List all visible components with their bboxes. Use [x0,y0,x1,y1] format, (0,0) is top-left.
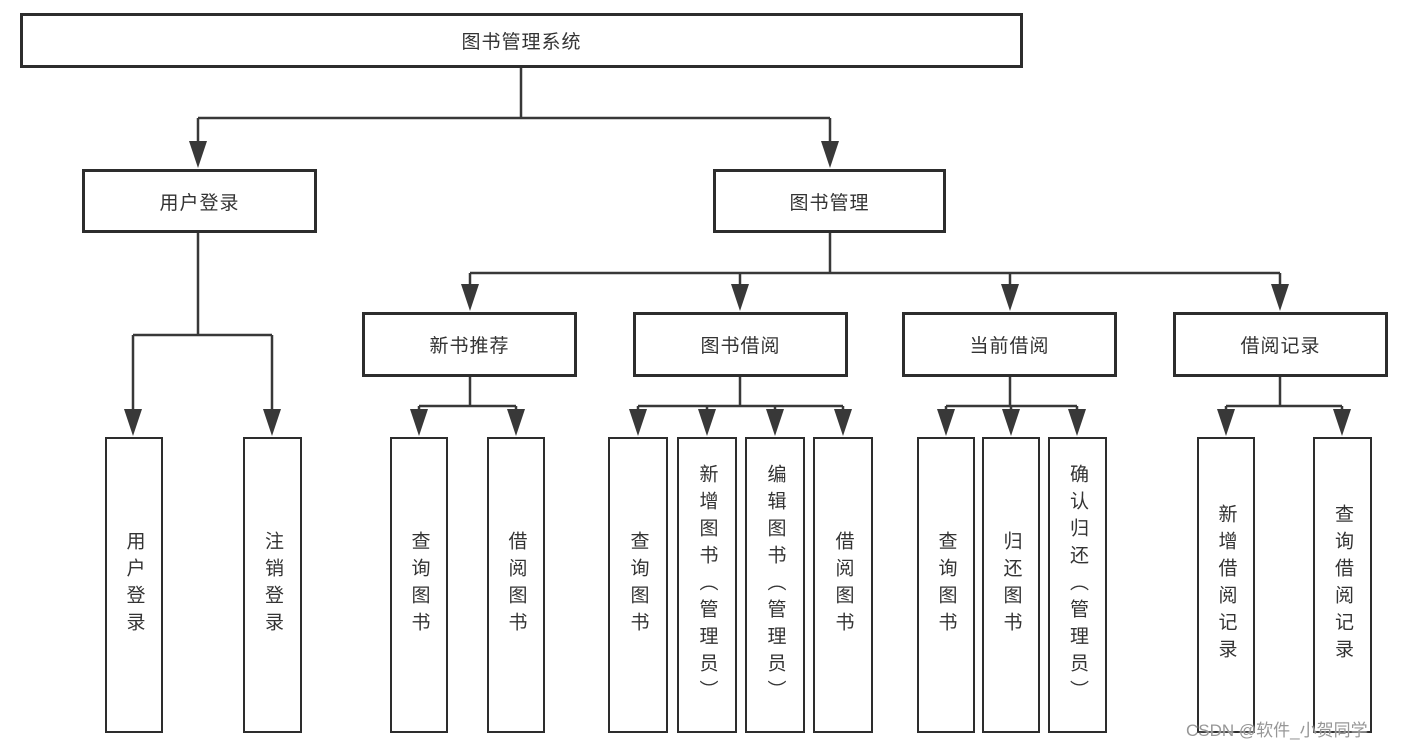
leaf-recommend-query-books-label: 查询图书 [408,531,430,639]
arrowhead-icon [1217,409,1235,436]
leaf-user-login-label: 用户登录 [123,531,145,639]
leaf-user-login: 用户登录 [105,437,163,733]
csdn-watermark: CSDN @软件_小贺同学 [1186,721,1368,740]
leaf-current-confirm-return-admin: 确认归还（管理员） [1048,437,1107,733]
arrowhead-icon [766,409,784,436]
leaf-borrowing-add-books-admin-label: 新增图书（管理员） [696,463,718,707]
node-borrowing-records-label: 借阅记录 [1240,336,1321,357]
arrowhead-icon [834,409,852,436]
node-user-login: 用户登录 [82,169,317,233]
arrowhead-icon [1001,284,1019,311]
leaf-borrowing-edit-books-admin-label: 编辑图书（管理员） [764,463,786,707]
leaf-recommend-borrow-books: 借阅图书 [487,437,545,733]
arrowhead-icon [629,409,647,436]
leaf-records-query-borrow-record-label: 查询借阅记录 [1332,504,1353,666]
arrowhead-icon [937,409,955,436]
node-current-borrowing-label: 当前借阅 [969,336,1050,357]
leaf-recommend-borrow-books-label: 借阅图书 [505,531,527,639]
leaf-logout-login: 注销登录 [243,437,302,733]
leaf-borrowing-add-books-admin: 新增图书（管理员） [677,437,737,733]
leaf-records-add-borrow-record-label: 新增借阅记录 [1215,504,1237,666]
leaf-logout-login-label: 注销登录 [262,531,283,639]
arrowhead-icon [1068,409,1086,436]
arrowhead-icon [263,409,281,436]
leaf-records-query-borrow-record: 查询借阅记录 [1313,437,1372,733]
node-book-management: 图书管理 [713,169,946,233]
leaf-current-query-books-label: 查询图书 [935,531,957,639]
leaf-current-return-books-label: 归还图书 [1000,531,1022,639]
node-new-book-recommendation-label: 新书推荐 [429,336,510,357]
node-borrowing-records: 借阅记录 [1173,312,1388,377]
arrowhead-icon [189,141,207,168]
node-library-system-label: 图书管理系统 [461,32,582,53]
leaf-borrowing-edit-books-admin: 编辑图书（管理员） [745,437,805,733]
arrowhead-icon [698,409,716,436]
arrowhead-icon [124,409,142,436]
node-current-borrowing: 当前借阅 [902,312,1117,377]
arrowhead-icon [1002,409,1020,436]
leaf-current-query-books: 查询图书 [917,437,975,733]
node-new-book-recommendation: 新书推荐 [362,312,577,377]
node-book-borrowing-label: 图书借阅 [700,336,781,357]
node-book-management-label: 图书管理 [789,192,870,214]
node-user-login-label: 用户登录 [159,192,240,214]
arrowhead-icon [1271,284,1289,311]
leaf-borrowing-borrow-books-label: 借阅图书 [832,531,854,639]
leaf-borrowing-query-books: 查询图书 [608,437,668,733]
leaf-borrowing-borrow-books: 借阅图书 [813,437,873,733]
leaf-records-add-borrow-record: 新增借阅记录 [1197,437,1255,733]
arrowhead-icon [821,141,839,168]
arrowhead-icon [507,409,525,436]
arrowhead-icon [1333,409,1351,436]
arrowhead-icon [731,284,749,311]
leaf-current-confirm-return-admin-label: 确认归还（管理员） [1067,463,1088,707]
leaf-recommend-query-books: 查询图书 [390,437,448,733]
arrowhead-icon [461,284,479,311]
arrowhead-icon [410,409,428,436]
node-library-system: 图书管理系统 [20,13,1023,68]
node-book-borrowing: 图书借阅 [633,312,848,377]
leaf-borrowing-query-books-label: 查询图书 [627,531,649,639]
leaf-current-return-books: 归还图书 [982,437,1040,733]
